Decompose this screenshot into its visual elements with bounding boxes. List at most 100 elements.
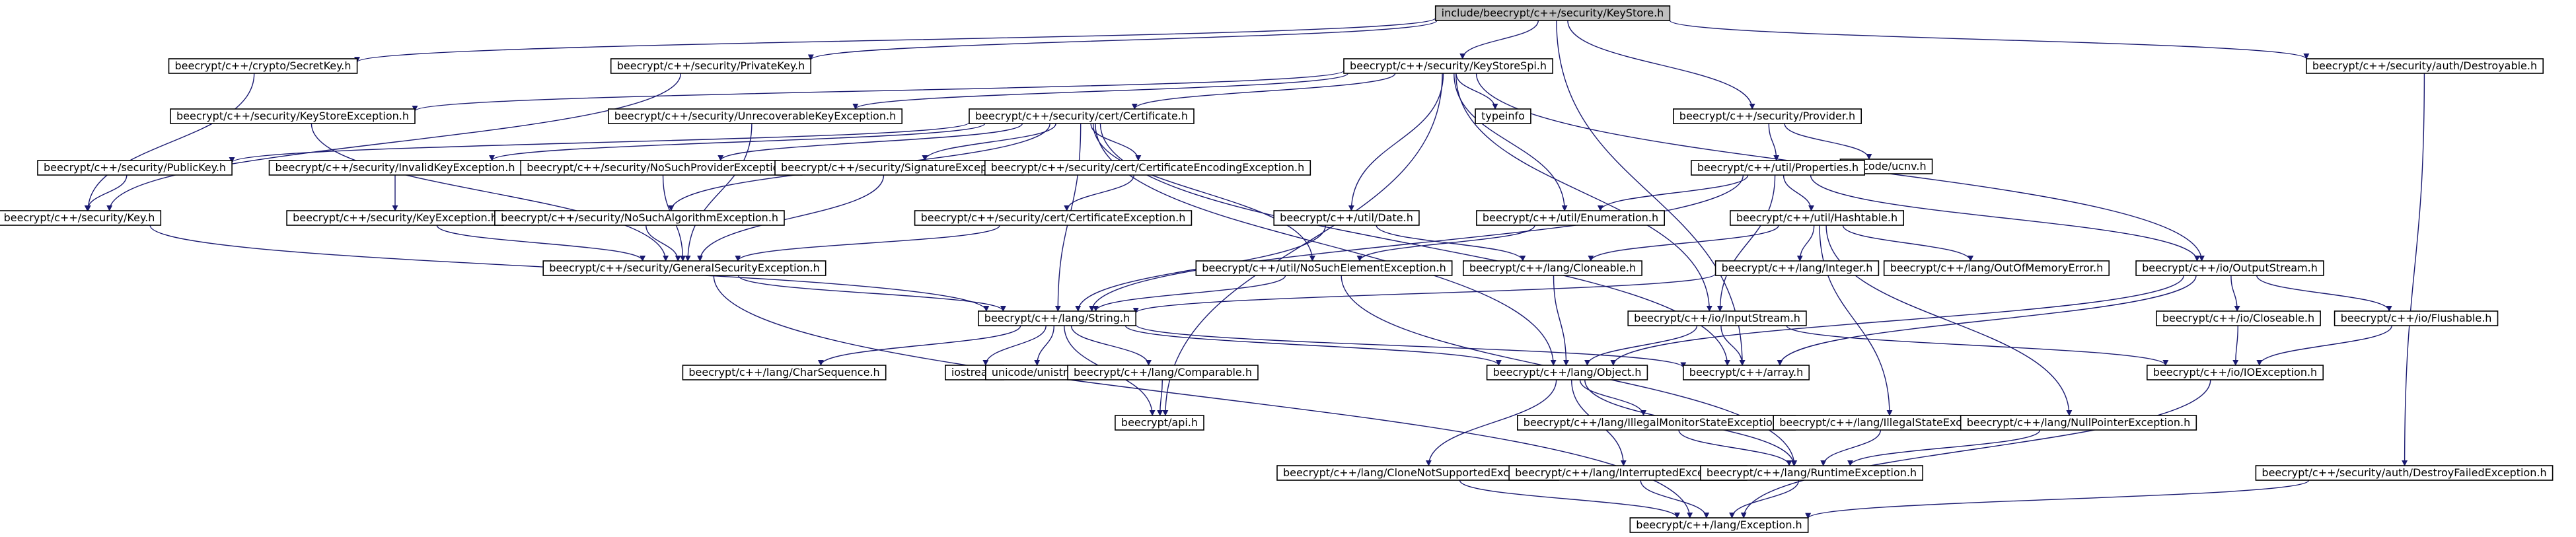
node-charsequence[interactable]: beecrypt/c++/lang/CharSequence.h: [682, 365, 887, 380]
edge-root-to-privatekey: [808, 20, 1438, 61]
node-interrupted[interactable]: beecrypt/c++/lang/InterruptedException.h: [1508, 465, 1748, 481]
node-certificate[interactable]: beecrypt/c++/security/cert/Certificate.h: [969, 108, 1195, 124]
node-hashtable[interactable]: beecrypt/c++/util/Hashtable.h: [1730, 210, 1904, 226]
node-box: [1273, 210, 1420, 226]
node-signatureexc[interactable]: beecrypt/c++/security/SignatureException…: [774, 160, 1024, 176]
node-label: unicode/unistr.h: [992, 366, 1076, 378]
node-nullpointer[interactable]: beecrypt/c++/lang/NullPointerException.h: [1960, 415, 2197, 431]
node-keyexc[interactable]: beecrypt/c++/security/KeyException.h: [286, 210, 504, 226]
node-typeinfo[interactable]: typeinfo: [1475, 108, 1531, 124]
node-unicode_unistr[interactable]: unicode/unistr.h: [985, 365, 1084, 380]
node-label: beecrypt/c++/util/Date.h: [1280, 211, 1413, 224]
node-destroyfailed[interactable]: beecrypt/c++/security/auth/DestroyFailed…: [2255, 465, 2554, 481]
node-label: beecrypt/c++/security/KeyStoreSpi.h: [1350, 59, 1547, 72]
node-nosuchprovider[interactable]: beecrypt/c++/security/NoSuchProviderExce…: [520, 160, 803, 176]
edge-runtime-to-exception: [1729, 480, 1800, 519]
node-certexc[interactable]: beecrypt/c++/security/cert/CertificateEx…: [914, 210, 1193, 226]
node-label: beecrypt/c++/io/IOException.h: [2153, 366, 2317, 378]
node-label: beecrypt/c++/lang/Object.h: [1493, 366, 1642, 378]
node-label: beecrypt/c++/util/Enumeration.h: [1483, 211, 1658, 224]
node-provider[interactable]: beecrypt/c++/security/Provider.h: [1673, 108, 1862, 124]
node-label: beecrypt/c++/util/Hashtable.h: [1736, 211, 1897, 224]
node-box: [1883, 260, 2110, 276]
node-destroyable[interactable]: beecrypt/c++/security/auth/Destroyable.h: [2306, 58, 2544, 74]
node-box: [37, 160, 233, 176]
node-label: beecrypt/c++/security/Provider.h: [1679, 110, 1855, 122]
edge-certificate-to-array: [1099, 123, 1730, 366]
node-illegalstate[interactable]: beecrypt/c++/lang/IllegalStateException.…: [1773, 415, 2012, 431]
node-box: [1691, 160, 1865, 176]
node-date[interactable]: beecrypt/c++/util/Date.h: [1273, 210, 1420, 226]
edge-string-to-comparable: [1070, 325, 1152, 366]
node-key[interactable]: beecrypt/c++/security/Key.h: [0, 210, 162, 226]
edge-interrupted-to-exception: [1640, 480, 1710, 519]
node-publickey[interactable]: beecrypt/c++/security/PublicKey.h: [37, 160, 233, 176]
node-privatekey[interactable]: beecrypt/c++/security/PrivateKey.h: [610, 58, 812, 74]
node-box: [1067, 365, 1259, 380]
node-integer[interactable]: beecrypt/c++/lang/Integer.h: [1714, 260, 1880, 276]
edge-signatureexc-to-gse: [697, 174, 885, 262]
node-secretkey[interactable]: beecrypt/c++/crypto/SecretKey.h: [168, 58, 358, 74]
node-box: [682, 365, 887, 380]
edge-string-to-array: [1135, 324, 1687, 369]
edge-publickey-to-key: [84, 174, 128, 211]
node-label: typeinfo: [1481, 110, 1525, 122]
node-string[interactable]: beecrypt/c++/lang/String.h: [978, 310, 1137, 326]
node-keystoreexc[interactable]: beecrypt/c++/security/KeyStoreException.…: [170, 108, 416, 124]
node-ioexception[interactable]: beecrypt/c++/io/IOException.h: [2147, 365, 2324, 380]
node-inputstream[interactable]: beecrypt/c++/io/InputStream.h: [1627, 310, 1807, 326]
node-properties[interactable]: beecrypt/c++/util/Properties.h: [1691, 160, 1865, 176]
edge-provider-to-unicode_ucnv: [1784, 123, 1872, 160]
edge-closeable-to-ioexception: [2232, 325, 2239, 366]
node-nosuchalgo[interactable]: beecrypt/c++/security/NoSuchAlgorithmExc…: [494, 210, 785, 226]
node-outputstream[interactable]: beecrypt/c++/io/OutputStream.h: [2135, 260, 2324, 276]
node-flushable[interactable]: beecrypt/c++/io/Flushable.h: [2334, 310, 2499, 326]
node-box: [2334, 310, 2499, 326]
node-runtime[interactable]: beecrypt/c++/lang/RuntimeException.h: [1700, 465, 1923, 481]
edge-inputstream-to-ioexception: [1786, 325, 2169, 366]
node-nosuchelement[interactable]: beecrypt/c++/util/NoSuchElementException…: [1195, 260, 1453, 276]
node-box: [2255, 465, 2554, 481]
node-cloneable[interactable]: beecrypt/c++/lang/Cloneable.h: [1463, 260, 1642, 276]
node-gse[interactable]: beecrypt/c++/security/GeneralSecurityExc…: [542, 260, 827, 276]
edge-hashtable-to-nullpointer: [1825, 225, 2073, 416]
edge-gse-to-exception: [713, 275, 1693, 519]
edge-flushable-to-ioexception: [2256, 325, 2392, 366]
node-api[interactable]: beecrypt/api.h: [1115, 415, 1204, 431]
node-comparable[interactable]: beecrypt/c++/lang/Comparable.h: [1067, 365, 1259, 380]
node-illegalmonitor[interactable]: beecrypt/c++/lang/IllegalMonitorStateExc…: [1517, 415, 1796, 431]
node-object[interactable]: beecrypt/c++/lang/Object.h: [1486, 365, 1648, 380]
node-label: beecrypt/c++/security/InvalidKeyExceptio…: [276, 161, 515, 174]
node-box: [170, 108, 416, 124]
node-label: beecrypt/c++/security/KeyStoreException.…: [176, 110, 409, 122]
node-label: beecrypt/c++/security/cert/Certificate.h: [975, 110, 1188, 122]
node-label: beecrypt/c++/lang/CharSequence.h: [688, 366, 879, 378]
edge-hashtable-to-illegalstate: [1819, 225, 1893, 416]
edge-keystorespi-to-inputstream: [1455, 73, 1712, 312]
edge-root-to-secretkey: [354, 17, 1436, 63]
edge-nullpointer-to-runtime: [1847, 429, 2041, 466]
node-box: [1730, 210, 1904, 226]
node-array[interactable]: beecrypt/c++/array.h: [1683, 365, 1810, 380]
node-certencoding[interactable]: beecrypt/c++/security/cert/CertificateEn…: [984, 160, 1311, 176]
edge-keystorespi-to-date: [1348, 73, 1444, 211]
node-box: [1673, 108, 1862, 124]
node-label: beecrypt/c++/security/PrivateKey.h: [617, 59, 805, 72]
node-oom[interactable]: beecrypt/c++/lang/OutOfMemoryError.h: [1883, 260, 2110, 276]
node-keystorespi[interactable]: beecrypt/c++/security/KeyStoreSpi.h: [1343, 58, 1553, 74]
edge-certificate-to-nosuchelement: [1092, 123, 1315, 262]
edge-outputstream-to-flushable: [2256, 275, 2392, 312]
node-exception[interactable]: beecrypt/c++/lang/Exception.h: [1629, 517, 1809, 533]
edge-keyexc-to-gse: [436, 225, 646, 262]
node-unrecoverable[interactable]: beecrypt/c++/security/UnrecoverableKeyEx…: [607, 108, 902, 124]
edge-cloneable-to-object: [1553, 275, 1569, 366]
node-root[interactable]: include/beecrypt/c++/security/KeyStore.h: [1434, 5, 1671, 21]
node-enumeration[interactable]: beecrypt/c++/util/Enumeration.h: [1476, 210, 1665, 226]
node-closeable[interactable]: beecrypt/c++/io/Closeable.h: [2156, 310, 2321, 326]
node-invalidkey[interactable]: beecrypt/c++/security/InvalidKeyExceptio…: [268, 160, 522, 176]
edge-outputstream-to-object: [1610, 275, 2184, 366]
edge-privatekey-to-key: [106, 73, 681, 211]
node-box: [1714, 260, 1880, 276]
edge-outputstream-to-closeable: [2230, 275, 2240, 312]
